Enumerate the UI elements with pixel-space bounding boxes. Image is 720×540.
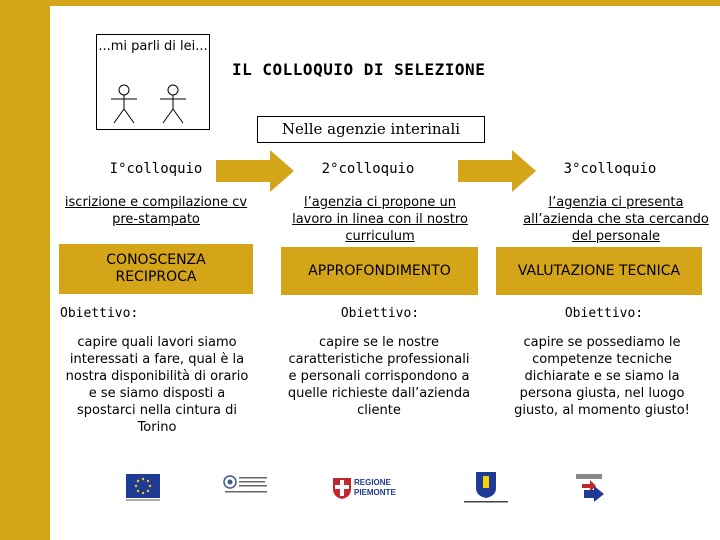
stick-figures-icon	[97, 35, 209, 129]
description-colloquio-2: l’agenzia ci propone un lavoro in linea …	[282, 194, 478, 245]
objective-label-2: Obiettivo:	[282, 306, 478, 321]
stage-box-3: VALUTAZIONE TECNICA	[496, 247, 702, 295]
stage-label-1: CONOSCENZA RECIPROCA	[81, 252, 231, 286]
left-accent-bar	[0, 0, 50, 540]
eu-flag-logo	[126, 474, 160, 502]
arrow-right-icon	[458, 150, 538, 192]
page-title: IL COLLOQUIO DI SELEZIONE	[232, 60, 485, 79]
top-accent-bar	[50, 0, 720, 6]
objective-label-3: Obiettivo:	[506, 306, 702, 321]
objective-text-2: capire se le nostre caratteristiche prof…	[286, 334, 472, 419]
regione-piemonte-logo: REGIONE PIEMONTE	[332, 477, 402, 501]
stage-label-2: APPROFONDIMENTO	[308, 263, 451, 280]
description-colloquio-3: l’agenzia ci presenta all’azienda che st…	[518, 194, 714, 245]
stage-label-3: VALUTAZIONE TECNICA	[518, 263, 680, 280]
description-colloquio-1: iscrizione e compilazione cv pre-stampat…	[58, 194, 254, 228]
agency-label: Nelle agenzie interinali	[257, 116, 485, 143]
piemonte-shield-icon	[332, 477, 352, 499]
objective-text-1: capire quali lavori siamo interessati a …	[62, 334, 252, 436]
heading-colloquio-3: 3°colloquio	[520, 161, 700, 177]
cartoon-box: ...mi parli di lei...	[96, 34, 210, 130]
stage-box-1: CONOSCENZA RECIPROCA	[59, 244, 253, 294]
regione-piemonte-text: REGIONE PIEMONTE	[354, 478, 398, 498]
partner-logo	[574, 472, 608, 506]
heading-colloquio-2: 2°colloquio	[278, 161, 458, 177]
ministry-logo	[222, 474, 270, 498]
objective-label-1: Obiettivo:	[60, 306, 138, 321]
stage-box-2: APPROFONDIMENTO	[281, 247, 478, 295]
objective-text-3: capire se possediamo le competenze tecni…	[504, 334, 700, 419]
arrow-right-icon	[216, 150, 296, 192]
provincia-torino-logo	[462, 470, 510, 506]
